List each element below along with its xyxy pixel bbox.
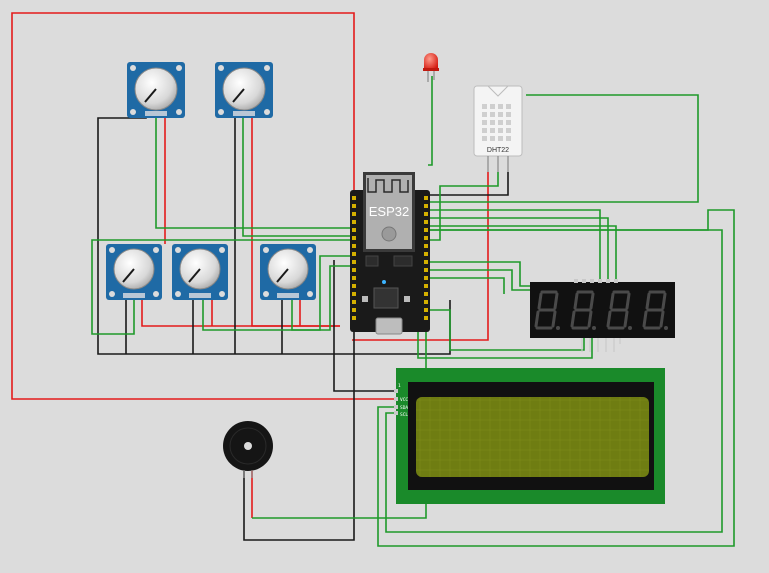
wire-green-lcd-scl[interactable] bbox=[385, 229, 723, 533]
lcd-pin-1: 1 bbox=[398, 383, 401, 389]
seven-segment-display[interactable] bbox=[530, 279, 675, 352]
wire-green-seg6[interactable] bbox=[428, 277, 505, 294]
wire-green-pot3[interactable] bbox=[91, 239, 354, 335]
wires bbox=[11, 12, 735, 547]
lcd-pin-vcc: VCC bbox=[400, 397, 408, 403]
wire-green-lcd-sda[interactable] bbox=[377, 209, 735, 547]
wire-green-led[interactable] bbox=[428, 76, 433, 166]
wire-green-seg3[interactable] bbox=[428, 225, 617, 282]
wire-green-pot2[interactable] bbox=[242, 115, 354, 237]
seg-dots bbox=[556, 326, 668, 330]
wire-green-pot1[interactable] bbox=[155, 115, 354, 229]
seg-pins-bottom bbox=[581, 338, 621, 352]
wire-black-buzzer[interactable] bbox=[243, 300, 355, 541]
esp32-pins-left bbox=[352, 196, 356, 320]
wire-red-loop[interactable] bbox=[11, 12, 396, 400]
potentiometer-4[interactable] bbox=[172, 244, 228, 300]
wire-green-seg1[interactable] bbox=[428, 209, 601, 282]
wire-red-dht[interactable] bbox=[352, 172, 489, 341]
lcd-pin-sda: SDA bbox=[400, 405, 408, 411]
lcd-pin-labels: 1 VCC SDA SCL bbox=[398, 383, 408, 418]
wire-green-seg2[interactable] bbox=[428, 217, 609, 282]
dht22-sensor[interactable]: DHT22 bbox=[473, 85, 523, 172]
wire-green-dht[interactable] bbox=[428, 172, 499, 241]
wire-green-pot5[interactable] bbox=[291, 265, 354, 331]
lcd-pins bbox=[394, 389, 398, 415]
seg-digits bbox=[534, 290, 667, 330]
potentiometer-3[interactable] bbox=[106, 244, 162, 300]
seg-pins-top bbox=[574, 279, 618, 283]
potentiometer-1[interactable] bbox=[127, 62, 185, 118]
wire-red-pot3[interactable] bbox=[141, 298, 340, 327]
potentiometers bbox=[106, 62, 316, 300]
esp32-pins-right bbox=[424, 196, 428, 320]
dht22-vents bbox=[482, 104, 511, 141]
lcd-pin-scl: SCL bbox=[400, 412, 408, 418]
wire-black-lcd[interactable] bbox=[333, 260, 396, 392]
esp32-board[interactable]: ESP32 bbox=[350, 172, 430, 335]
sensor-label: DHT22 bbox=[487, 147, 509, 154]
potentiometer-2[interactable] bbox=[215, 62, 273, 118]
mcu-label: ESP32 bbox=[369, 204, 409, 219]
potentiometer-5[interactable] bbox=[260, 244, 316, 300]
lcd-display[interactable]: 1 VCC SDA SCL bbox=[394, 368, 665, 504]
wire-black-dht[interactable] bbox=[428, 172, 509, 196]
wire-green-seg-bottom[interactable] bbox=[428, 309, 585, 351]
wire-green-right-loop[interactable] bbox=[428, 94, 699, 203]
buzzer[interactable] bbox=[223, 421, 273, 478]
led[interactable] bbox=[423, 53, 439, 82]
